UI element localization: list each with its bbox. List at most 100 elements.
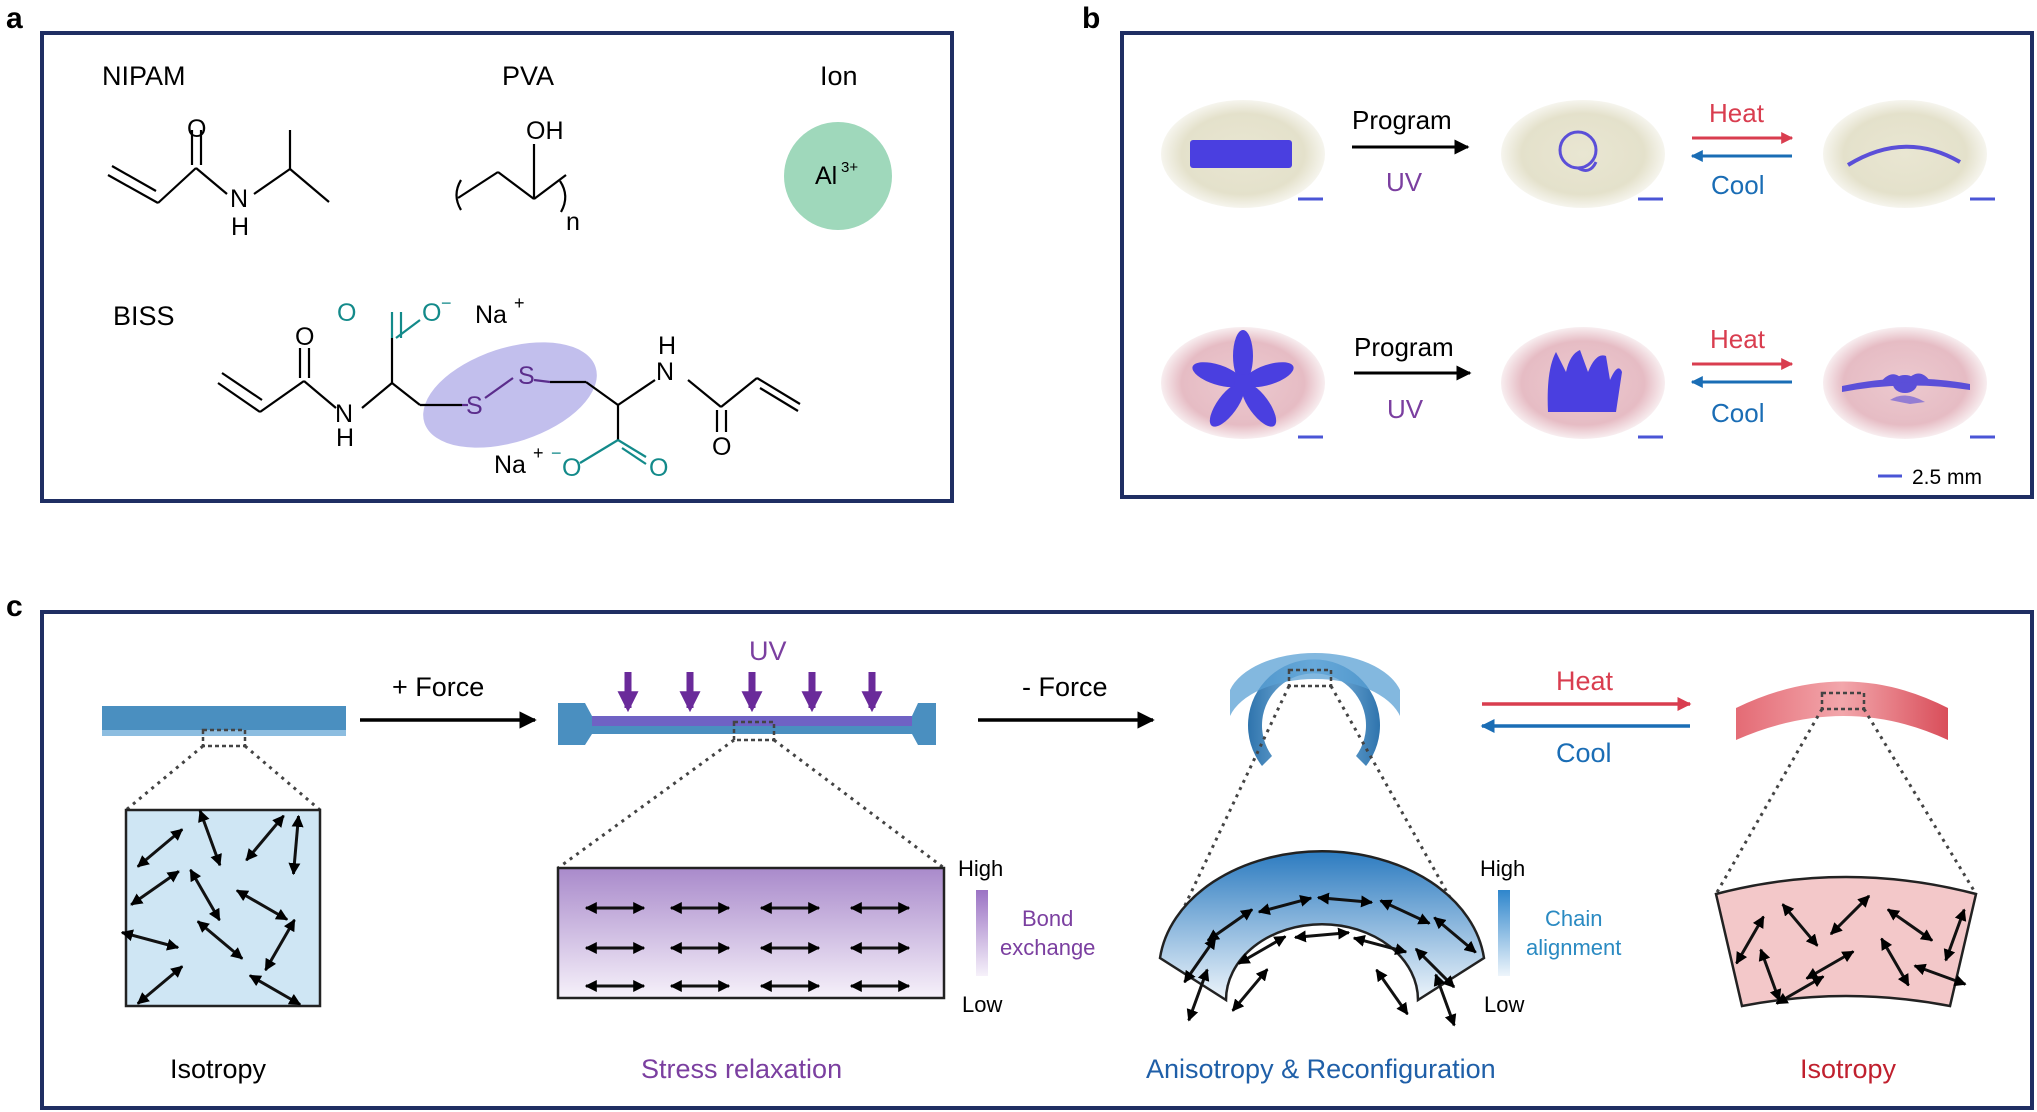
chain-legend-high: High xyxy=(1480,856,1525,881)
pva-subscript-n: n xyxy=(566,208,580,236)
panel-b-frame xyxy=(1120,31,2034,499)
stress-legend-high: High xyxy=(958,856,1003,881)
double-arrow xyxy=(120,929,180,951)
biss-na-plus-bottom: + xyxy=(533,443,544,463)
nipam-atom-h: H xyxy=(231,213,249,241)
stress-legend-bar xyxy=(976,890,988,976)
ring-shape xyxy=(1248,659,1381,766)
row2-program-label: Program xyxy=(1354,332,1454,362)
biss-na-top: Na xyxy=(475,301,507,329)
isotropy-arrows-2 xyxy=(1735,894,1967,1005)
biss-atom-h-2: H xyxy=(658,332,676,360)
nipam-atom-o: O xyxy=(187,115,206,143)
isotropy-box-1 xyxy=(124,808,322,1008)
nipam-structure xyxy=(107,130,330,204)
double-arrow xyxy=(1886,908,1934,942)
row1-uv-label: UV xyxy=(1386,167,1423,197)
biss-charge-minus-bottom: − xyxy=(551,443,562,463)
panel-label-a: a xyxy=(6,2,23,35)
ion-circle xyxy=(784,122,892,230)
double-arrow xyxy=(235,889,289,921)
red-arc-strip xyxy=(1736,681,1948,740)
double-arrow xyxy=(1735,915,1765,965)
biss-atom-n-1: N xyxy=(335,400,353,428)
stress-arrows xyxy=(584,902,911,992)
biss-atom-o-minus-bottom: O xyxy=(562,454,581,482)
biss-atom-o-bottom: O xyxy=(649,454,668,482)
ion-charge: 3+ xyxy=(841,159,858,176)
isotropy-box-2 xyxy=(1714,875,1978,1008)
zoom-line-4b xyxy=(1862,708,1978,895)
row2-uv-label: UV xyxy=(1387,394,1424,424)
chain-legend-bar xyxy=(1498,890,1510,976)
stress-legend-low: Low xyxy=(962,992,1002,1017)
panel-b: Program UV Heat Cool xyxy=(1120,31,2034,499)
biss-na-bottom: Na xyxy=(494,451,526,479)
double-arrow xyxy=(1293,927,1351,943)
double-arrow xyxy=(1375,968,1409,1016)
double-arrow xyxy=(1880,937,1910,987)
panel-a: NIPAM PVA Ion BISS O N H O H n xyxy=(40,31,954,503)
isotropy-arrows-1 xyxy=(120,809,304,1006)
stress-legend-label-1: Bond xyxy=(1022,906,1073,931)
row2-heat-label: Heat xyxy=(1710,324,1766,354)
nipam-atom-n: N xyxy=(230,185,248,213)
double-arrow xyxy=(130,870,180,906)
pva-structure xyxy=(455,144,567,213)
double-arrow xyxy=(1206,908,1254,942)
zoom-line-1a xyxy=(125,744,204,812)
stress-box xyxy=(556,866,946,1000)
panel-label-c: c xyxy=(6,590,23,623)
label-cool: Cool xyxy=(1556,738,1612,768)
label-pva: PVA xyxy=(502,61,554,91)
anisotropy-arrows xyxy=(1183,892,1477,1027)
label-force-on: + Force xyxy=(392,672,484,702)
double-arrow xyxy=(288,814,304,876)
sample-coil-tail xyxy=(1577,161,1598,172)
row1-cool-label: Cool xyxy=(1711,170,1764,200)
label-heat: Heat xyxy=(1556,666,1614,696)
chain-legend-low: Low xyxy=(1484,992,1524,1017)
sample-flat-strip xyxy=(1190,140,1292,168)
biss-charge-minus-top: − xyxy=(441,293,452,313)
double-arrow xyxy=(136,965,184,1005)
anisotropy-fan xyxy=(1158,850,1486,1003)
double-arrow xyxy=(1829,894,1871,936)
sample-flower-closed xyxy=(1547,350,1622,412)
double-arrow xyxy=(1257,895,1313,915)
biss-atom-h-1: H xyxy=(336,424,354,452)
double-arrow xyxy=(196,920,244,960)
biss-atom-o-top: O xyxy=(337,299,356,327)
double-arrow xyxy=(264,918,296,972)
biss-atom-n-2: N xyxy=(656,358,674,386)
double-arrow xyxy=(1186,968,1210,1022)
zoom-box-1 xyxy=(201,728,247,748)
biss-atom-o-1: O xyxy=(295,323,314,351)
double-arrow xyxy=(1775,975,1825,1005)
label-uv-step: UV xyxy=(749,636,787,666)
double-arrow xyxy=(1913,963,1967,987)
double-arrow xyxy=(198,809,222,867)
double-arrow xyxy=(1352,935,1408,955)
zoom-line-2a xyxy=(557,738,735,870)
double-arrow xyxy=(1781,903,1819,947)
row2-cool-label: Cool xyxy=(1711,398,1764,428)
row1-program-label: Program xyxy=(1352,105,1452,135)
disulfide-highlight xyxy=(423,342,597,448)
label-ion: Ion xyxy=(820,61,858,91)
biss-na-plus-top: + xyxy=(514,293,525,313)
zoom-box-4 xyxy=(1820,691,1866,711)
label-nipam: NIPAM xyxy=(102,61,186,91)
double-arrow xyxy=(189,868,221,922)
sample-flower-flat xyxy=(1192,330,1294,427)
zoom-box-2 xyxy=(732,720,776,742)
chain-legend-label-2: alignment xyxy=(1526,935,1621,960)
row1-heat-label: Heat xyxy=(1709,98,1765,128)
caption-isotropy-2: Isotropy xyxy=(1800,1054,1897,1084)
label-biss: BISS xyxy=(113,301,175,331)
caption-stress-relaxation: Stress relaxation xyxy=(641,1054,842,1084)
double-arrow xyxy=(1316,892,1374,908)
caption-isotropy-1: Isotropy xyxy=(170,1054,267,1084)
uv-arrows xyxy=(617,672,883,713)
